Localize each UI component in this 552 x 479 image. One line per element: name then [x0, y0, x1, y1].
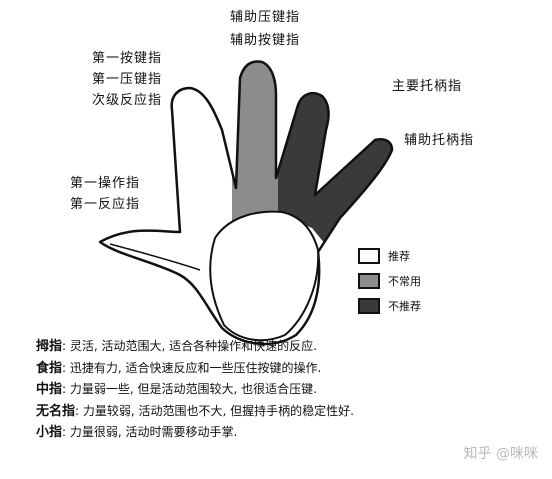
note-text: : 力量弱一些, 但是活动范围较大, 也很适合压键.	[62, 382, 317, 396]
note-row: 拇指: 灵活, 活动范围大, 适合各种操作和快速的反应.	[36, 336, 536, 358]
index-label-3: 次级反应指	[92, 93, 163, 108]
note-row: 小指: 力量很弱, 活动时需要移动手掌.	[36, 422, 536, 444]
legend-swatch-white	[358, 248, 380, 264]
note-text: : 迅捷有力, 适合快速反应和一些压住按键的操作.	[62, 360, 322, 375]
legend-not-recommended: 不推荐	[358, 298, 421, 314]
hand-outline	[98, 60, 394, 346]
note-finger: 拇指	[36, 339, 63, 354]
legend-uncommon: 不常用	[358, 273, 421, 289]
legend-swatch-gray	[358, 273, 380, 289]
index-label-2: 第一压键指	[92, 72, 163, 87]
note-finger: 食指	[36, 360, 63, 376]
finger-notes: 拇指: 灵活, 活动范围大, 适合各种操作和快速的反应. 食指: 迅捷有力, 适…	[36, 336, 536, 444]
index-label-1: 第一按键指	[92, 51, 163, 66]
note-finger: 中指	[36, 382, 63, 397]
legend-swatch-dark	[358, 298, 380, 314]
note-text: : 力量较弱, 活动范围也不大, 但握持手柄的稳定性好.	[75, 403, 354, 418]
note-row: 食指: 迅捷有力, 适合快速反应和一些压住按键的操作.	[36, 358, 536, 380]
legend-label: 推荐	[388, 250, 410, 263]
note-text: : 力量很弱, 活动时需要移动手掌.	[62, 425, 238, 439]
little-label: 辅助托柄指	[404, 133, 475, 148]
thumb-label-2: 第一反应指	[70, 197, 141, 212]
middle-label-2: 辅助按键指	[230, 33, 301, 48]
note-finger: 无名指	[36, 403, 76, 419]
legend-recommended: 推荐	[358, 248, 410, 264]
legend-label: 不推荐	[388, 300, 421, 313]
note-row: 中指: 力量弱一些, 但是活动范围较大, 也很适合压键.	[36, 379, 536, 401]
note-finger: 小指	[36, 425, 63, 440]
ring-label: 主要托柄指	[392, 79, 463, 94]
legend-label: 不常用	[388, 275, 421, 288]
thumb-label-1: 第一操作指	[70, 176, 141, 191]
note-row: 无名指: 力量较弱, 活动范围也不大, 但握持手柄的稳定性好.	[36, 401, 536, 423]
watermark: 知乎 @咪咪	[463, 446, 538, 462]
note-text: : 灵活, 活动范围大, 适合各种操作和快速的反应.	[62, 339, 317, 353]
palm-recommended-zone	[209, 210, 320, 342]
thumb-crease	[109, 243, 201, 271]
middle-label-1: 辅助压键指	[230, 10, 301, 25]
